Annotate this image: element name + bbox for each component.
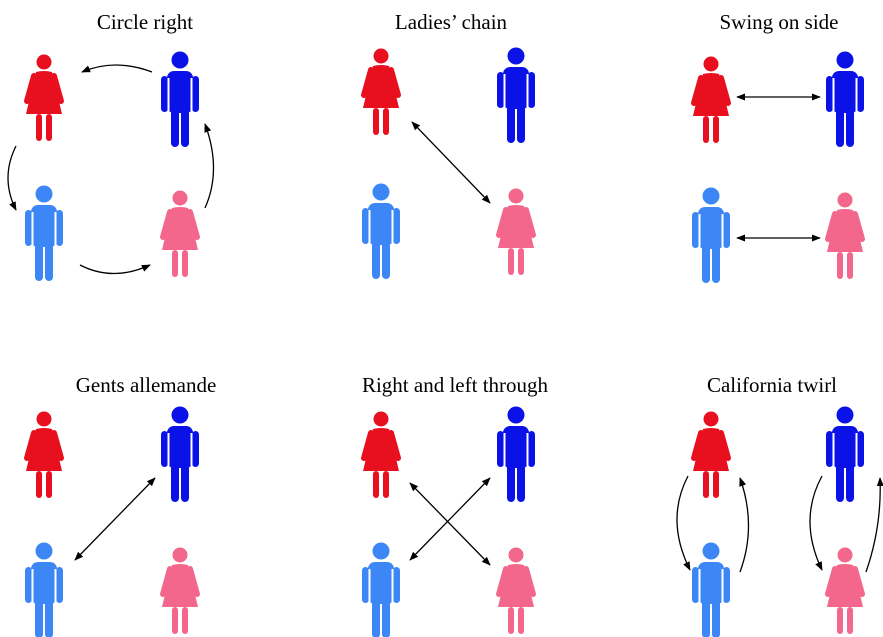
california-twirl-woman-3-figure-icon [825,547,865,634]
gents-allemande-woman-3-figure-icon [160,547,200,634]
panel-title-right-and-left-through: Right and left through [361,373,549,397]
california-twirl-woman-0-figure-icon [691,411,731,498]
gents-allemande-man-2-figure-icon [25,542,63,637]
circle-right-woman-3-figure-icon [160,190,200,277]
gents-allemande-woman-0-figure-icon [24,411,64,498]
gents-allemande-man-1-figure-icon [161,406,199,502]
california-twirl-arrow-right [739,477,750,573]
circle-right-man-2-figure-icon [25,185,63,281]
swing-on-side-woman-3-figure-icon [825,192,865,279]
ladies-chain-man-1-figure-icon [497,47,535,143]
swing-on-side-woman-0-figure-icon [691,56,731,143]
california-twirl-man-2-figure-icon [692,542,730,637]
swing-on-side-man-1-figure-icon [826,51,864,147]
right-and-left-through-arrow-1 [409,482,491,566]
panel-title-ladies-chain: Ladies’ chain [394,10,508,34]
ladies-chain-woman-3-figure-icon [496,188,536,275]
california-twirl-arrow-left [676,475,691,571]
swing-on-side-man-2-figure-icon [692,187,730,283]
right-and-left-through-man-2-figure-icon [362,542,400,637]
ladies-chain-man-2-figure-icon [362,183,400,279]
panel-title-swing-on-side: Swing on side [719,10,839,34]
ladies-chain-arrow [411,121,491,204]
circle-right-woman-0-figure-icon [24,54,64,141]
circle-right-arrow-right [204,123,215,209]
right-and-left-through-woman-3-figure-icon [496,547,536,634]
california-twirl-man-1-figure-icon [826,406,864,502]
right-and-left-through-woman-0-figure-icon [361,411,401,498]
circle-right-arrow-bottom [79,264,151,275]
california-twirl-arrow-far-right [865,477,883,573]
panel-title-gents-allemande: Gents allemande [75,373,217,397]
gents-allemande-arrow [74,477,156,561]
right-and-left-through-man-1-figure-icon [497,406,535,502]
panel-title-california-twirl: California twirl [706,373,838,397]
panel-title-circle-right: Circle right [96,10,194,34]
circle-right-man-1-figure-icon [161,51,199,147]
ladies-chain-woman-0-figure-icon [361,48,401,135]
circle-right-arrow-left [7,145,17,211]
california-twirl-arrow-far-left [809,475,823,571]
right-and-left-through-arrow-2 [409,477,491,561]
circle-right-arrow-top [81,64,153,73]
